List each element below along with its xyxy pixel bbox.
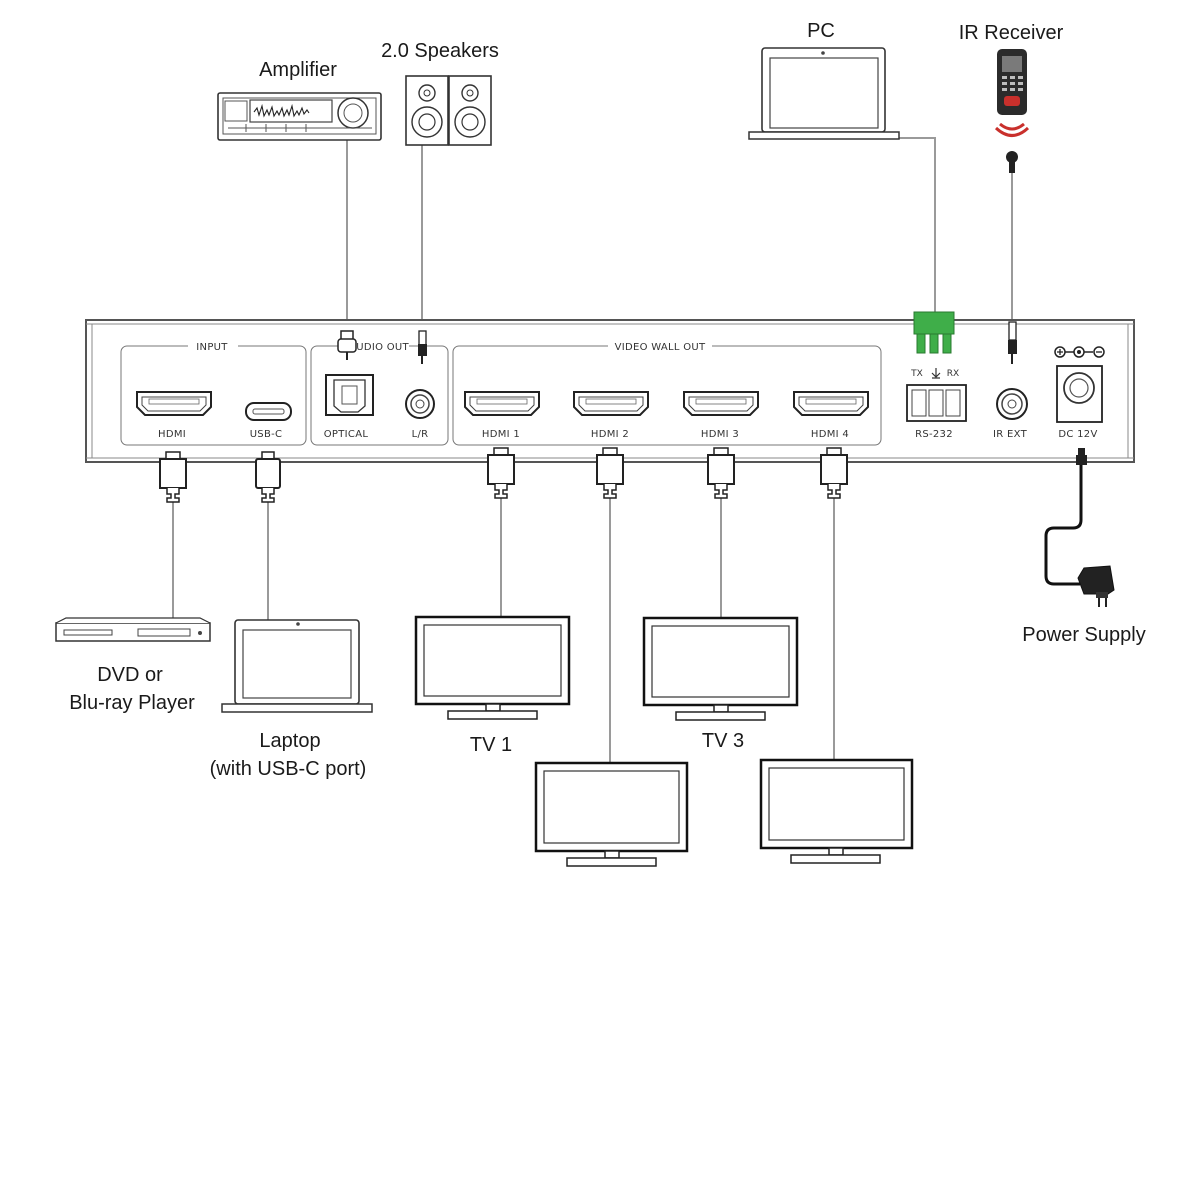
hdmi-out-4-port[interactable] bbox=[793, 391, 869, 416]
ir-ext-label: IR EXT bbox=[993, 429, 1028, 440]
dvd-label-line1: DVD or bbox=[97, 664, 163, 686]
rs232-rx-label: RX bbox=[947, 369, 959, 379]
speakers-label: 2.0 Speakers bbox=[381, 40, 499, 62]
power-adapter-icon bbox=[1077, 565, 1115, 595]
tv-1: TV 1 bbox=[414, 615, 571, 756]
hdmi-out-1-port[interactable] bbox=[464, 391, 540, 416]
dc-12v-label: DC 12V bbox=[1058, 429, 1097, 440]
dc-12v-port[interactable] bbox=[1056, 365, 1103, 423]
ir-receiver-label: IR Receiver bbox=[959, 22, 1064, 44]
ir-signal-icon bbox=[999, 122, 1025, 131]
speakers: 2.0 Speakers bbox=[381, 40, 499, 146]
tv-4 bbox=[759, 758, 914, 864]
power-supply: Power Supply bbox=[1022, 565, 1146, 646]
audio-jack-plug-icon bbox=[418, 330, 427, 364]
hdmi-input-label: HDMI bbox=[158, 429, 186, 440]
ir-receiver: IR Receiver bbox=[959, 22, 1064, 173]
hdmi-input-port[interactable] bbox=[136, 391, 212, 416]
ir-ext-port[interactable] bbox=[996, 388, 1028, 420]
hdmi-out-3-label: HDMI 3 bbox=[701, 429, 739, 440]
usb-c-port[interactable] bbox=[245, 402, 292, 421]
rs232-label: RS-232 bbox=[915, 429, 953, 440]
laptop: Laptop (with USB-C port) bbox=[210, 619, 373, 780]
lr-audio-port[interactable] bbox=[405, 389, 435, 419]
pc-label: PC bbox=[807, 20, 835, 42]
laptop-label-line2: (with USB-C port) bbox=[210, 758, 367, 780]
ground-icon bbox=[931, 368, 941, 379]
rca-plug-icon bbox=[337, 330, 357, 360]
tv3-label: TV 3 bbox=[702, 730, 744, 752]
dc-plug-icon bbox=[1076, 448, 1087, 465]
hdmi-out-2-port[interactable] bbox=[573, 391, 649, 416]
amplifier-label: Amplifier bbox=[259, 59, 337, 81]
dvd-player: DVD or Blu-ray Player bbox=[55, 617, 211, 714]
dc-polarity-icon bbox=[1054, 346, 1105, 358]
wires bbox=[172, 137, 1083, 763]
hdmi-out-1-label: HDMI 1 bbox=[482, 429, 520, 440]
power-wire bbox=[1044, 462, 1083, 586]
input-group-label: INPUT bbox=[196, 342, 228, 353]
amplifier-knob-icon bbox=[337, 97, 369, 129]
front-panel: INPUT AUDIO OUT VIDEO WALL OUT HDMI USB-… bbox=[85, 319, 1135, 463]
hdmi-plug-icons bbox=[159, 447, 848, 503]
usb-c-label: USB-C bbox=[250, 429, 283, 440]
pc-wire bbox=[895, 137, 936, 312]
video-wall-out-group-label: VIDEO WALL OUT bbox=[615, 342, 706, 353]
hdmi-out-3-port[interactable] bbox=[683, 391, 759, 416]
rs232-port[interactable] bbox=[906, 384, 967, 422]
tv1-label: TV 1 bbox=[470, 734, 512, 756]
rs232-tx-label: TX bbox=[910, 369, 923, 379]
audio-out-group-label: AUDIO OUT bbox=[349, 342, 409, 353]
optical-label: OPTICAL bbox=[324, 429, 369, 440]
power-supply-label: Power Supply bbox=[1022, 624, 1145, 646]
tv-2 bbox=[534, 761, 689, 867]
ir-jack-plug-icon bbox=[1008, 321, 1017, 364]
lr-label: L/R bbox=[412, 429, 429, 440]
amplifier: Amplifier bbox=[217, 59, 382, 141]
phoenix-connector-icon bbox=[913, 311, 955, 354]
optical-port[interactable] bbox=[325, 374, 374, 416]
pc: PC bbox=[748, 20, 900, 140]
hdmi-out-2-label: HDMI 2 bbox=[591, 429, 629, 440]
hdmi-out-4-label: HDMI 4 bbox=[811, 429, 849, 440]
laptop-label-line1: Laptop bbox=[259, 730, 320, 752]
dvd-label-line2: Blu-ray Player bbox=[69, 692, 195, 714]
tv-3: TV 3 bbox=[642, 616, 799, 752]
